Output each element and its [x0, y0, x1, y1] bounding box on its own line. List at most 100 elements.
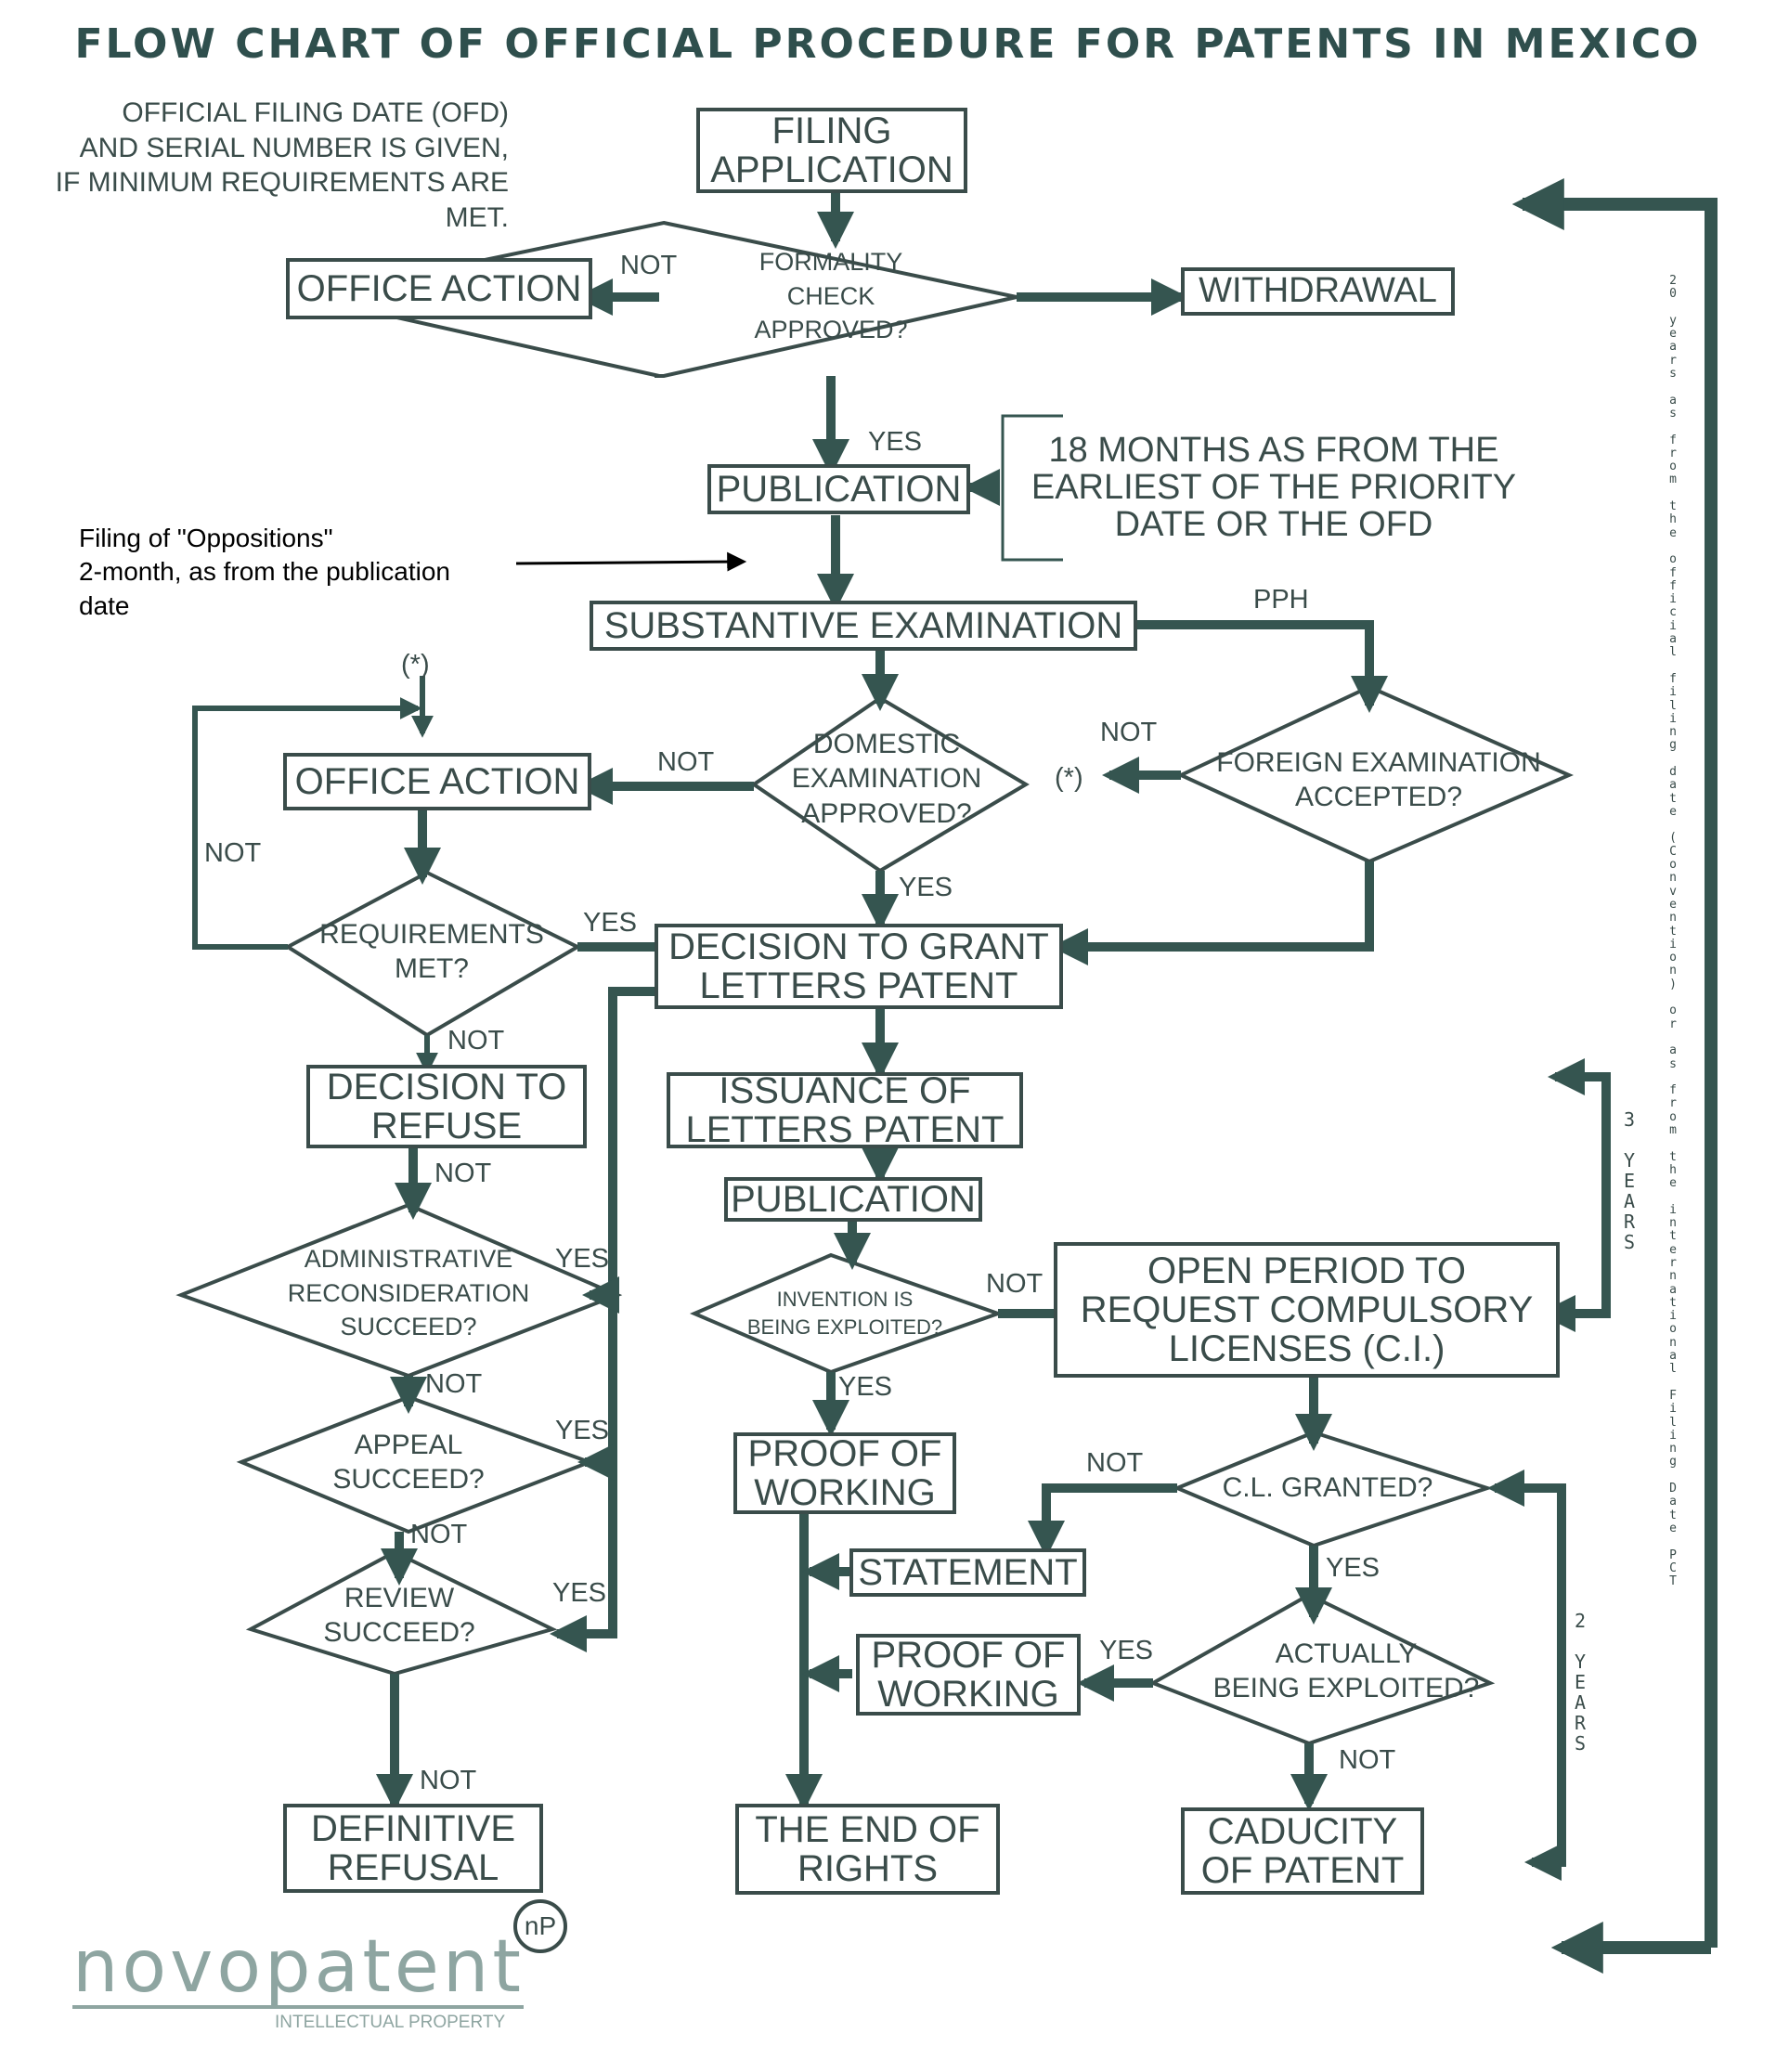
box-line: PROOF OF — [748, 1434, 942, 1473]
diamond-line: FORMALITY — [759, 245, 903, 278]
box-definitive-refusal: DEFINITIVE REFUSAL — [283, 1804, 543, 1893]
vertical-char: o — [1664, 553, 1682, 566]
note-ofd: OFFICIAL FILING DATE (OFD) AND SERIAL NU… — [37, 96, 509, 235]
vertical-char: n — [1664, 1443, 1682, 1456]
vertical-char — [1620, 1130, 1639, 1150]
vertical-char: a — [1664, 779, 1682, 792]
vertical-char — [1664, 302, 1682, 315]
box-line: OPEN PERIOD TO — [1147, 1251, 1466, 1290]
vertical-char: Y — [1571, 1651, 1589, 1672]
vertical-char — [1664, 660, 1682, 673]
vertical-char: n — [1664, 726, 1682, 739]
label-not-loop: NOT — [204, 838, 261, 869]
label-not-foreign: NOT — [1100, 718, 1157, 748]
vertical-char: n — [1664, 1337, 1682, 1350]
label-yes-review: YES — [552, 1578, 606, 1609]
vertical-char — [1664, 1137, 1682, 1150]
box-caducity: CADUCITY OF PATENT — [1181, 1807, 1424, 1895]
diamond-invention-text: INVENTION IS BEING EXPLOITED? — [733, 1276, 956, 1351]
vertical-char: 3 — [1620, 1109, 1639, 1130]
vertical-char: r — [1664, 1018, 1682, 1031]
box-line: SUBSTANTIVE EXAMINATION — [604, 606, 1123, 645]
label-not-cl: NOT — [1086, 1448, 1143, 1479]
vertical-char: a — [1664, 1284, 1682, 1297]
vertical-char: a — [1664, 1350, 1682, 1363]
vertical-char: e — [1664, 806, 1682, 819]
vertical-char: S — [1571, 1733, 1589, 1754]
box-publication-1: PUBLICATION — [707, 464, 970, 514]
box-proof-of-working-2: PROOF OF WORKING — [856, 1634, 1081, 1716]
vertical-char: o — [1664, 859, 1682, 872]
vertical-char: m — [1664, 473, 1682, 486]
vertical-char: T — [1664, 1575, 1682, 1588]
vertical-char: f — [1664, 673, 1682, 686]
label-yes-admin: YES — [555, 1244, 609, 1275]
vertical-char: e — [1664, 899, 1682, 912]
label-yes-cl: YES — [1326, 1553, 1380, 1584]
vertical-char: ( — [1664, 832, 1682, 845]
box-substantive-examination: SUBSTANTIVE EXAMINATION — [590, 601, 1137, 651]
box-office-action-2: OFFICE ACTION — [283, 753, 591, 810]
vertical-char: e — [1664, 1244, 1682, 1257]
vertical-char: e — [1664, 328, 1682, 341]
box-line: PUBLICATION — [717, 470, 962, 509]
box-line: ISSUANCE OF — [719, 1071, 970, 1110]
vertical-char: c — [1664, 606, 1682, 619]
box-line: STATEMENT — [858, 1553, 1077, 1592]
note-oppositions: Filing of "Oppositions" 2-month, as from… — [79, 522, 450, 623]
diamond-actually-text: ACTUALLY BEING EXPLOITED? — [1193, 1634, 1499, 1708]
diamond-line: FOREIGN EXAMINATION — [1216, 745, 1540, 781]
vertical-char: i — [1664, 1204, 1682, 1217]
diamond-foreign-text: FOREIGN EXAMINATION ACCEPTED? — [1198, 743, 1560, 817]
vertical-char: t — [1664, 1230, 1682, 1243]
box-line: THE END OF — [755, 1810, 979, 1849]
note-oppositions-line: Filing of "Oppositions" — [79, 522, 450, 555]
diamond-line: ACCEPTED? — [1295, 780, 1462, 815]
vertical-char: e — [1664, 527, 1682, 540]
vertical-char: f — [1664, 580, 1682, 593]
vertical-char: E — [1571, 1672, 1589, 1692]
vertical-char: n — [1664, 1217, 1682, 1230]
vertical-char — [1664, 540, 1682, 553]
vertical-char: r — [1664, 447, 1682, 460]
vertical-char: n — [1664, 965, 1682, 978]
vertical-char: D — [1664, 1483, 1682, 1496]
box-issuance: ISSUANCE OF LETTERS PATENT — [667, 1072, 1023, 1148]
note-oppositions-line: 2-month, as from the publication — [79, 555, 450, 589]
vertical-char — [1664, 1535, 1682, 1548]
note-oppositions-line: date — [79, 589, 450, 623]
label-yes-formality: YES — [868, 427, 922, 458]
vertical-char: r — [1664, 355, 1682, 368]
box-line: APPLICATION — [710, 150, 953, 189]
diamond-line: APPEAL — [355, 1428, 463, 1463]
vertical-char: t — [1664, 500, 1682, 513]
box-line: DECISION TO — [327, 1068, 567, 1107]
vertical-char: A — [1571, 1692, 1589, 1713]
vertical-char — [1664, 1071, 1682, 1084]
vertical-char — [1664, 1470, 1682, 1483]
diamond-line: RECONSIDERATION — [288, 1276, 530, 1310]
vertical-char: i — [1664, 1310, 1682, 1323]
diamond-cl-granted-text: C.L. GRANTED? — [1212, 1465, 1444, 1511]
box-line: REFUSE — [371, 1107, 522, 1146]
vertical-char: i — [1664, 939, 1682, 952]
vertical-char: S — [1620, 1232, 1639, 1252]
note-ofd-line: MET. — [37, 201, 509, 236]
vertical-char: R — [1620, 1211, 1639, 1232]
note-18-months-line: 18 MONTHS AS FROM THE — [1049, 433, 1499, 470]
vertical-char: a — [1664, 633, 1682, 646]
vertical-char — [1571, 1631, 1589, 1651]
box-line: OF PATENT — [1201, 1851, 1405, 1890]
vertical-char: f — [1664, 567, 1682, 580]
label-not-refuse: NOT — [434, 1159, 491, 1189]
box-filing-application: FILING APPLICATION — [696, 108, 967, 193]
vertical-char — [1664, 753, 1682, 766]
box-decision-to-refuse: DECISION TO REFUSE — [306, 1065, 587, 1148]
diamond-line: SUCCEED? — [323, 1615, 474, 1651]
label-yes-appeal: YES — [555, 1416, 609, 1446]
vertical-char — [1664, 1031, 1682, 1044]
note-18-months: 18 MONTHS AS FROM THE EARLIEST OF THE PR… — [1005, 433, 1543, 544]
vertical-char — [1664, 1190, 1682, 1203]
vertical-char: o — [1664, 1323, 1682, 1336]
box-line: DEFINITIVE — [311, 1809, 515, 1848]
